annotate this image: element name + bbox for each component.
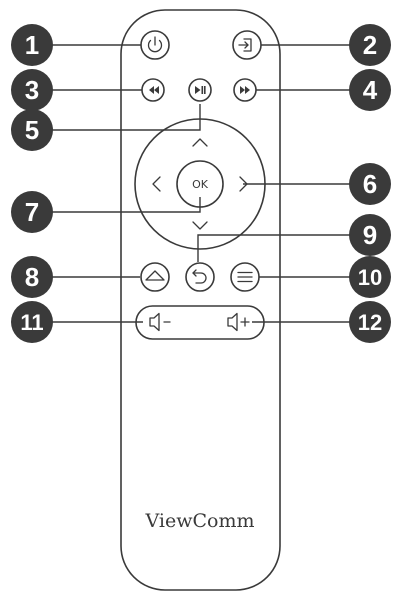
volume-down-icon (149, 312, 171, 332)
ok-label: OK (192, 178, 209, 191)
callout-1: 1 (11, 24, 53, 66)
fast-forward-icon (240, 86, 250, 94)
callout-4: 4 (349, 69, 391, 111)
svg-text:10: 10 (358, 265, 382, 290)
play-pause-icon (195, 86, 206, 94)
callout-3: 3 (11, 69, 53, 111)
svg-text:11: 11 (20, 310, 43, 335)
play-pause-button[interactable] (188, 78, 212, 102)
menu-button[interactable] (230, 262, 260, 292)
dpad-down[interactable] (192, 221, 208, 230)
leader-7 (52, 197, 201, 213)
svg-text:12: 12 (358, 310, 382, 335)
callout-10: 10 (349, 256, 391, 298)
power-icon (147, 36, 163, 53)
input-source-button[interactable] (232, 30, 262, 60)
remote-body (120, 9, 281, 591)
menu-icon (237, 271, 253, 283)
svg-text:2: 2 (363, 30, 377, 60)
svg-text:5: 5 (25, 115, 39, 145)
callout-5: 5 (11, 109, 53, 151)
callout-9: 9 (349, 214, 391, 256)
volume-pill (135, 305, 265, 340)
callout-2: 2 (349, 24, 391, 66)
volume-down-button[interactable] (149, 312, 171, 332)
svg-text:1: 1 (25, 30, 39, 60)
leader-lines (52, 44, 352, 323)
brand-logo: ViewComm (145, 510, 255, 532)
volume-up-button[interactable] (227, 312, 250, 332)
callout-6: 6 (349, 163, 391, 205)
fast-forward-button[interactable] (233, 78, 257, 102)
svg-text:9: 9 (363, 220, 377, 250)
callout-8: 8 (11, 256, 53, 298)
input-source-icon (238, 38, 252, 52)
volume-up-icon (227, 312, 250, 332)
rewind-icon (149, 86, 159, 94)
directional-pad (134, 118, 266, 250)
ok-button[interactable]: OK (176, 160, 224, 208)
dpad-right[interactable] (239, 176, 248, 192)
leader-9 (197, 234, 352, 262)
volume-rocker (135, 305, 265, 340)
svg-text:4: 4 (363, 75, 378, 105)
svg-text:7: 7 (25, 197, 39, 227)
power-button[interactable] (140, 30, 170, 60)
dpad-up[interactable] (192, 138, 208, 147)
home-icon (145, 270, 165, 281)
rewind-button[interactable] (141, 78, 165, 102)
svg-text:6: 6 (363, 169, 377, 199)
dpad-left[interactable] (152, 176, 161, 192)
leader-5 (52, 104, 201, 131)
dpad-ring (134, 118, 266, 250)
callout-11: 11 (11, 301, 53, 343)
callout-12: 12 (349, 301, 391, 343)
home-button[interactable] (140, 262, 170, 292)
callout-7: 7 (11, 191, 53, 233)
svg-text:3: 3 (25, 75, 39, 105)
svg-text:8: 8 (25, 262, 39, 292)
back-icon (192, 269, 207, 284)
back-button[interactable] (185, 262, 215, 292)
